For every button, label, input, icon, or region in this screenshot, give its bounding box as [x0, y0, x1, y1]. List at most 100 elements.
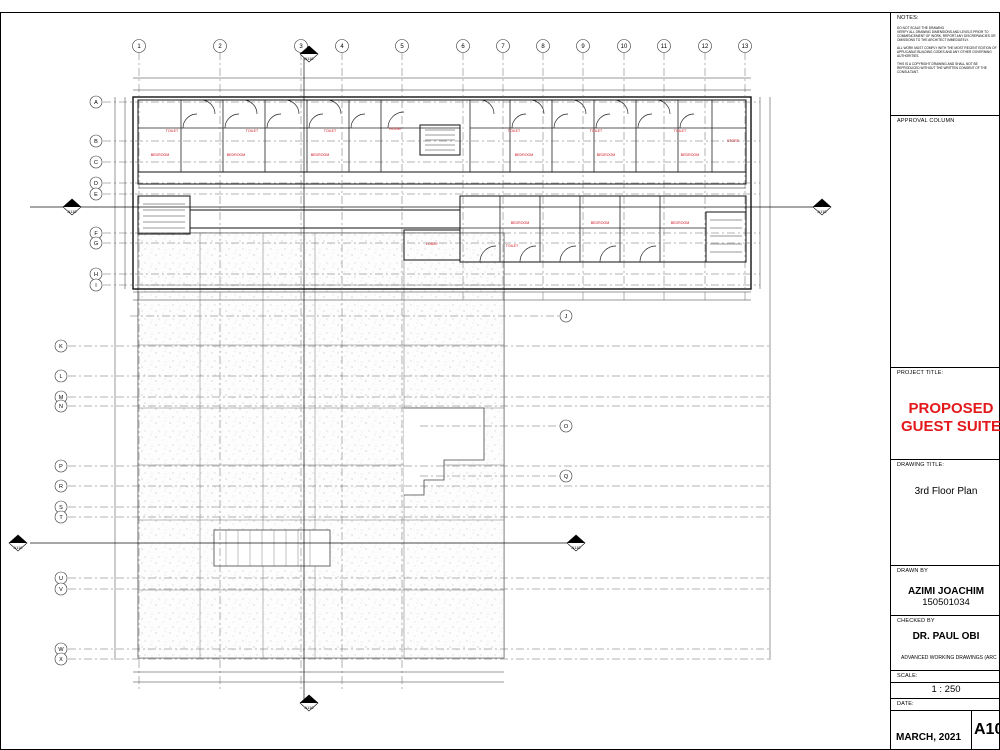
divider [891, 710, 1000, 711]
divider [971, 710, 972, 750]
room-label: TOILET [508, 129, 521, 133]
drawing-title-label: DRAWING TITLE: [897, 462, 945, 468]
svg-text:7: 7 [501, 44, 505, 50]
drawn-by-id: 150501034 [922, 597, 970, 608]
divider [891, 115, 1000, 116]
grid-bubble-col: 13 [738, 39, 752, 53]
svg-text:I: I [95, 283, 97, 289]
svg-text:1: 1 [137, 44, 141, 50]
drawing-title: 3rd Floor Plan [914, 486, 978, 497]
divider [891, 615, 1000, 616]
svg-text:D: D [94, 181, 98, 187]
grid-bubble-col: 11 [657, 39, 671, 53]
project-title-line2: GUEST SUITE [900, 418, 1000, 435]
divider [891, 670, 1000, 671]
row-grid-bubbles: A B C D E F G H I J K L M N O P Q R S T … [54, 95, 573, 666]
divider [891, 698, 1000, 699]
checked-by-label: CHECKED BY [897, 618, 935, 624]
grid-bubble-row: N [54, 399, 68, 413]
svg-text:J: J [565, 314, 568, 320]
svg-text:W: W [58, 647, 64, 653]
svg-text:H: H [94, 272, 98, 278]
room-label: BEDROOM [671, 221, 690, 225]
grid-bubble-row: O [559, 419, 573, 433]
svg-text:8: 8 [541, 44, 545, 50]
grid-bubble-col: 7 [496, 39, 510, 53]
section-marker: A110 [812, 198, 832, 216]
project-title-line1: PROPOSED [908, 400, 994, 417]
grid-bubble-row: I [89, 278, 103, 292]
room-label: TOILET [246, 129, 259, 133]
grid-bubble-row: B [89, 134, 103, 148]
drawn-by-label: DRAWN BY [897, 568, 929, 574]
dimension-lines [114, 77, 771, 683]
grid-bubble-col: 5 [395, 39, 409, 53]
svg-text:T: T [59, 515, 63, 521]
svg-text:10: 10 [621, 44, 628, 50]
svg-text:A110: A110 [817, 209, 827, 214]
roof-slab-hatch [137, 232, 505, 659]
svg-text:4: 4 [340, 44, 344, 50]
section-markers: A110 A110 A110 A110 A110 A110 [8, 45, 832, 712]
section-cut-lines [30, 52, 815, 700]
grid-bubble-col: 2 [213, 39, 227, 53]
svg-text:5: 5 [400, 44, 404, 50]
svg-text:V: V [59, 587, 63, 593]
grid-bubble-col: 3 [294, 39, 308, 53]
svg-text:A110: A110 [304, 56, 314, 61]
room-label: BEDROOM [227, 153, 246, 157]
grid-bubble-row: F [89, 226, 103, 240]
date-value: MARCH, 2021 [896, 732, 962, 743]
grid-bubble-row: V [54, 582, 68, 596]
grid-bubble-row: A [89, 95, 103, 109]
room-label: TOILET [324, 129, 337, 133]
sheet-number: A10 [974, 721, 1000, 738]
svg-text:C: C [94, 160, 98, 166]
grid-bubble-row: C [89, 155, 103, 169]
divider [891, 367, 1000, 368]
svg-text:O: O [564, 424, 569, 430]
door-swings [182, 99, 695, 263]
room-label: ROOM [389, 127, 400, 131]
grid-lines [68, 52, 770, 690]
section-marker: A110 [299, 45, 319, 63]
svg-text:A110: A110 [571, 545, 581, 550]
svg-text:N: N [59, 404, 63, 410]
svg-text:2: 2 [218, 44, 222, 50]
room-label: BEDROOM [681, 153, 700, 157]
svg-text:X: X [59, 657, 63, 663]
grid-bubble-row: U [54, 571, 68, 585]
svg-text:A110: A110 [304, 705, 314, 710]
column-grid-bubbles: 1 2 3 4 5 6 7 8 9 10 11 12 13 [132, 39, 752, 53]
room-label: BEDROOM [597, 153, 616, 157]
grid-bubble-row: Q [559, 469, 573, 483]
svg-text:11: 11 [661, 44, 668, 50]
svg-text:L: L [59, 374, 62, 380]
room-label: TOILET [674, 129, 687, 133]
notes-label: NOTES: [897, 15, 919, 21]
grid-bubble-col: 4 [335, 39, 349, 53]
notes-text: DO NOT SCALE THE DRAWING VERIFY ALL DRAW… [897, 26, 997, 74]
grid-bubble-col: 10 [617, 39, 631, 53]
divider [891, 565, 1000, 566]
section-marker: A110 [299, 694, 319, 712]
grid-bubble-row: H [89, 267, 103, 281]
room-label: BEDROOM [511, 221, 530, 225]
title-block: NOTES: DO NOT SCALE THE DRAWING VERIFY A… [890, 12, 1000, 750]
divider [891, 682, 1000, 683]
grid-bubble-row: D [89, 176, 103, 190]
room-label: BEDROOM [311, 153, 330, 157]
svg-text:6: 6 [461, 44, 465, 50]
grid-bubble-col: 6 [456, 39, 470, 53]
scale-value: 1 : 250 [931, 684, 961, 695]
grid-bubble-row: E [89, 187, 103, 201]
room-label: BEDROOM [591, 221, 610, 225]
grid-bubble-row: P [54, 459, 68, 473]
room-label: TOILET [590, 129, 603, 133]
svg-text:12: 12 [702, 44, 709, 50]
svg-text:K: K [59, 344, 63, 350]
svg-text:U: U [59, 576, 63, 582]
grid-bubble-row: K [54, 339, 68, 353]
drawn-by-name: AZIMI JOACHIM [907, 586, 985, 597]
